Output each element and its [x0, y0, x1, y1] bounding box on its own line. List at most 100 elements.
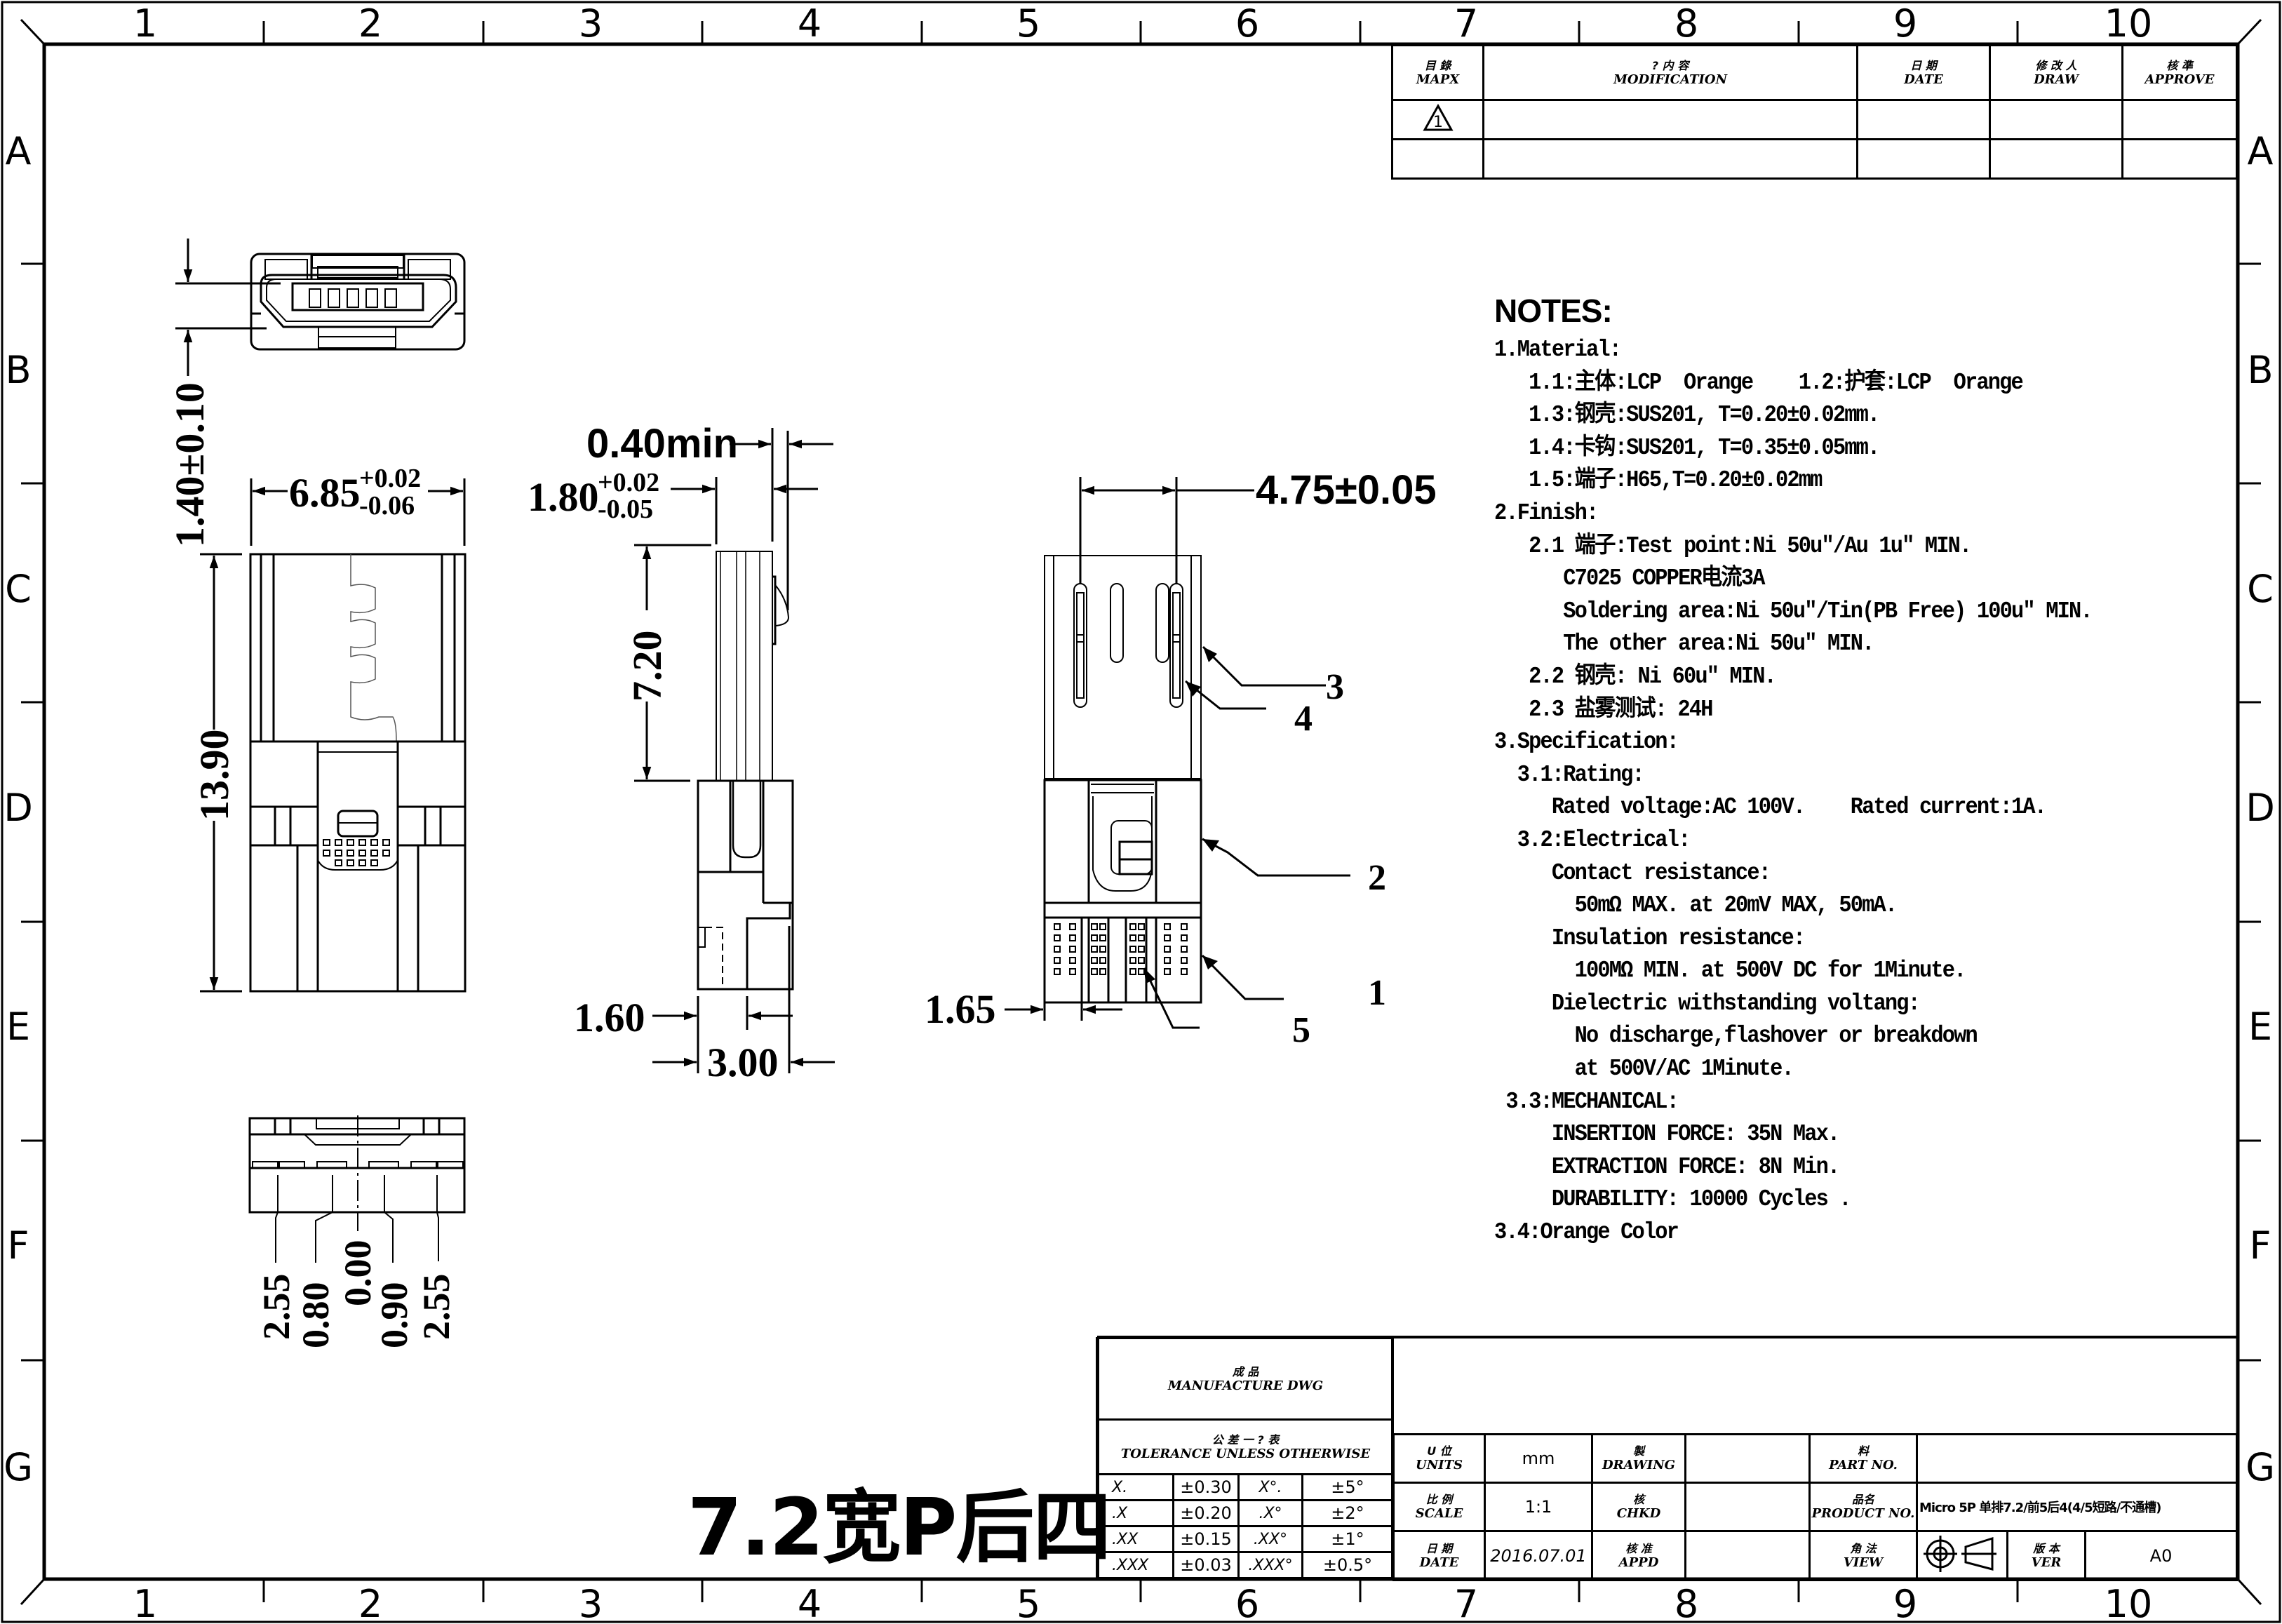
note-line: DURABILITY: 10000 Cycles . [1494, 1186, 1852, 1213]
dim-6-85-tol-upper: +0.02 [359, 464, 421, 493]
svg-text:4: 4 [798, 1, 821, 46]
pin-view [248, 1115, 466, 1263]
projection-symbol-cell [1916, 1530, 2008, 1581]
svg-text:F: F [7, 1223, 29, 1268]
dim-3-00: 3.00 [707, 1040, 779, 1085]
dim-1-80-tol-lower: -0.05 [598, 495, 653, 524]
plan-view [200, 553, 467, 993]
grid-row-labels: A B C D E F G A B C D E F G [4, 129, 2275, 1489]
svg-text:3: 3 [579, 1582, 603, 1624]
dim-4-75: 4.75±0.05 [1256, 467, 1437, 513]
svg-text:E: E [2248, 1005, 2272, 1049]
svg-text:2: 2 [358, 1582, 382, 1624]
svg-text:2: 2 [358, 1, 382, 46]
tol-linear: X. [1097, 1473, 1174, 1501]
tol-linear: .XXX [1097, 1551, 1174, 1579]
note-line: 1.3:钢壳:SUS201, T=0.20±0.02mm. [1494, 402, 1880, 429]
svg-text:8: 8 [1674, 1, 1698, 46]
note-line: 3.Specification: [1494, 729, 1679, 756]
note-line: 3.1:Rating: [1494, 761, 1645, 788]
tol-angular-value: ±1° [1301, 1525, 1394, 1553]
svg-text:8: 8 [1674, 1582, 1698, 1624]
note-line: at 500V/AC 1Minute. [1494, 1056, 1794, 1082]
note-line: Rated voltage:AC 100V. Rated current:1A. [1494, 794, 2047, 821]
scale-value: 1:1 [1484, 1482, 1593, 1532]
rev-draw-cell [1989, 99, 2123, 140]
front-view [1005, 477, 1254, 1021]
end-view [175, 239, 466, 376]
tol-linear-value: ±0.20 [1172, 1499, 1240, 1527]
svg-text:G: G [2246, 1445, 2275, 1489]
svg-text:7: 7 [1454, 1, 1478, 46]
callout-3: 3 [1326, 667, 1344, 707]
appd-value [1684, 1530, 1811, 1581]
svg-text:F: F [2249, 1223, 2271, 1268]
dim-6-85: 6.85 [289, 470, 361, 516]
svg-text:1: 1 [133, 1582, 157, 1624]
tol-angular: X°. [1237, 1473, 1303, 1501]
dim-1-65: 1.65 [925, 986, 996, 1032]
svg-text:C: C [5, 567, 32, 611]
svg-text:A: A [6, 129, 32, 173]
svg-text:7: 7 [1454, 1582, 1478, 1624]
drawing-title: 7.2宽P后四 [687, 1482, 1111, 1573]
note-line: 1.4:卡钩:SUS201, T=0.35±0.05mm. [1494, 434, 1880, 461]
note-line: 2.2 钢壳: Ni 60u" MIN. [1494, 663, 1777, 690]
note-line: INSERTION FORCE: 35N Max. [1494, 1121, 1840, 1148]
note-line: C7025 COPPER电流3A [1494, 565, 1765, 592]
rev-marker-cell: 1 [1391, 99, 1484, 140]
rev-approve-cell [2121, 99, 2238, 140]
pin-pos-5: 2.55 [415, 1274, 457, 1341]
pin-pos-1: 2.55 [255, 1274, 297, 1341]
callout-numbers: 1 2 3 4 5 [1292, 667, 1386, 1050]
part-no-value [1916, 1433, 2238, 1484]
tol-linear-value: ±0.03 [1172, 1551, 1240, 1579]
pin-pos-3: 0.00 [337, 1240, 379, 1307]
note-line: 100MΩ MIN. at 500V DC for 1Minute. [1494, 958, 1967, 984]
svg-text:B: B [5, 348, 31, 392]
note-line: 2.1 端子:Test point:Ni 50u"/Au 1u" MIN. [1494, 532, 1972, 559]
drawing-value [1684, 1433, 1811, 1484]
note-line: EXTRACTION FORCE: 8N Min. [1494, 1153, 1840, 1180]
rev-date-cell [1856, 138, 1991, 180]
ver-value: A0 [2084, 1530, 2238, 1581]
note-line: Dielectric withstanding voltang: [1494, 990, 1921, 1016]
svg-text:9: 9 [1893, 1, 1917, 46]
svg-text:6: 6 [1235, 1582, 1259, 1624]
tol-angular-value: ±2° [1301, 1499, 1394, 1527]
rev-approve-cell [2121, 138, 2238, 180]
callout-arrowheads [1144, 647, 1219, 984]
tol-linear-value: ±0.15 [1172, 1525, 1240, 1553]
pin-position-labels: 2.55 0.80 0.00 0.90 2.55 [255, 1240, 457, 1349]
tol-linear: .XX [1097, 1525, 1174, 1553]
svg-text:D: D [4, 786, 33, 830]
rev-modification-cell [1482, 99, 1858, 140]
svg-text:5: 5 [1016, 1, 1040, 46]
tolerance-row: .XXX ±0.03 .XXX° ±0.5° [1097, 1551, 1394, 1579]
svg-text:3: 3 [579, 1, 603, 46]
svg-text:5: 5 [1016, 1582, 1040, 1624]
product-value: Micro 5P 单排7.2/前5后4(4/5短路/不通槽) [1916, 1482, 2238, 1532]
tol-angular-value: ±0.5° [1301, 1551, 1394, 1579]
note-line: 2.Finish: [1494, 499, 1599, 526]
notes-section: NOTES: 1.Material: 1.1:主体:LCP Orange 1.2… [1494, 292, 2144, 1249]
dim-6-85-tol-lower: -0.06 [359, 491, 415, 521]
note-line: Contact resistance: [1494, 859, 1771, 886]
svg-text:10: 10 [2105, 1582, 2153, 1624]
note-line: 1.Material: [1494, 337, 1622, 363]
note-line: 2.3 盐雾测试: 24H [1494, 696, 1713, 723]
tolerance-row: .XX ±0.15 .XX° ±1° [1097, 1525, 1394, 1553]
side-view [634, 428, 835, 1073]
grid-ticks [21, 21, 2261, 1602]
tol-angular-value: ±5° [1301, 1473, 1394, 1501]
